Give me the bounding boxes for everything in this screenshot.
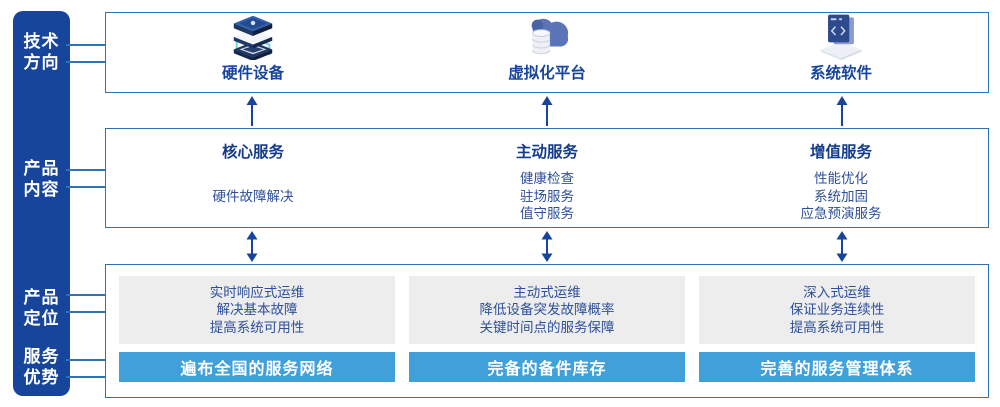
up-arrow-icon: [246, 95, 258, 126]
connector-line: [66, 61, 106, 63]
advantage-bar: 完备的备件库存: [409, 352, 685, 382]
positioning-col-proactive: 主动式运维 降低设备突发故障概率 关键时间点的服务保障 完备的备件库存: [409, 276, 685, 382]
arrow-row-top: [105, 95, 989, 126]
cloud-database-icon: [519, 12, 575, 60]
connector-line: [66, 44, 106, 46]
sidebar-label-product-content: 产品 内容: [23, 159, 60, 199]
sidebar-label-service-advantage: 服务 优势: [23, 347, 60, 387]
advantage-bar: 遍布全国的服务网络: [119, 352, 395, 382]
positioning-line: 降低设备突发故障概率: [479, 302, 615, 318]
service-item: 应急预演服务: [800, 206, 882, 222]
code-window-icon: [813, 10, 869, 60]
positioning-line: 解决基本故障: [216, 302, 298, 318]
positioning-line: 提高系统可用性: [209, 319, 305, 335]
positioning-panel: 实时响应式运维 解决基本故障 提高系统可用性 遍布全国的服务网络 主动式运维 降…: [105, 264, 989, 398]
double-arrow-icon: [541, 231, 553, 262]
sidebar-label-tech-direction: 技术 方向: [23, 32, 60, 72]
positioning-description: 主动式运维 降低设备突发故障概率 关键时间点的服务保障: [409, 276, 685, 344]
service-item: 性能优化: [814, 171, 868, 187]
up-arrow-icon: [541, 95, 553, 126]
product-content-panel: 核心服务 硬件故障解决 主动服务 健康检查 驻场服务 值守服务 增值服务 性能优…: [105, 128, 989, 228]
tech-col-software: 系统软件: [694, 13, 988, 92]
connector-line: [66, 294, 106, 296]
service-title: 核心服务: [221, 144, 284, 161]
connector-line: [66, 186, 106, 188]
up-arrow-icon: [836, 95, 848, 126]
positioning-line: 关键时间点的服务保障: [479, 319, 615, 335]
tech-col-hardware: 硬件设备: [106, 13, 400, 92]
positioning-line: 提高系统可用性: [789, 319, 885, 335]
positioning-col-deep: 深入式运维 保证业务连续性 提高系统可用性 完善的服务管理体系: [699, 276, 975, 382]
service-title: 增值服务: [809, 144, 872, 161]
positioning-line: 主动式运维: [513, 284, 581, 300]
service-col-proactive: 主动服务 健康检查 驻场服务 值守服务: [400, 129, 694, 227]
positioning-line: 实时响应式运维: [209, 284, 305, 300]
positioning-description: 实时响应式运维 解决基本故障 提高系统可用性: [119, 276, 395, 344]
positioning-description: 深入式运维 保证业务连续性 提高系统可用性: [699, 276, 975, 344]
tech-label-virtualization: 虚拟化平台: [508, 65, 586, 82]
service-item: 硬件故障解决: [212, 188, 294, 204]
service-item: 值守服务: [520, 206, 574, 222]
category-sidebar: 技术 方向 产品 内容 产品 定位 服务 优势: [13, 11, 70, 396]
connector-line: [66, 311, 106, 313]
tech-direction-panel: 硬件设备 虚拟化平台: [105, 12, 989, 93]
service-col-core: 核心服务 硬件故障解决: [106, 129, 400, 227]
tech-col-virtualization: 虚拟化平台: [400, 13, 694, 92]
double-arrow-icon: [246, 231, 258, 262]
service-item: 健康检查: [520, 171, 574, 187]
sidebar-label-product-positioning: 产品 定位: [23, 288, 60, 328]
connector-line: [66, 376, 106, 378]
positioning-col-realtime: 实时响应式运维 解决基本故障 提高系统可用性 遍布全国的服务网络: [119, 276, 395, 382]
tech-label-hardware: 硬件设备: [221, 65, 284, 82]
service-title: 主动服务: [515, 144, 578, 161]
double-arrow-icon: [836, 231, 848, 262]
arrow-row-bottom: [105, 231, 989, 262]
positioning-line: 深入式运维: [803, 284, 871, 300]
tech-label-software: 系统软件: [809, 65, 872, 82]
service-col-value-added: 增值服务 性能优化 系统加固 应急预演服务: [694, 129, 988, 227]
connector-line: [66, 359, 106, 361]
service-item: 系统加固: [814, 188, 868, 204]
server-stack-icon: [225, 10, 281, 60]
positioning-line: 保证业务连续性: [789, 302, 885, 318]
service-item: 驻场服务: [520, 188, 574, 204]
connector-line: [66, 169, 106, 171]
advantage-bar: 完善的服务管理体系: [699, 352, 975, 382]
